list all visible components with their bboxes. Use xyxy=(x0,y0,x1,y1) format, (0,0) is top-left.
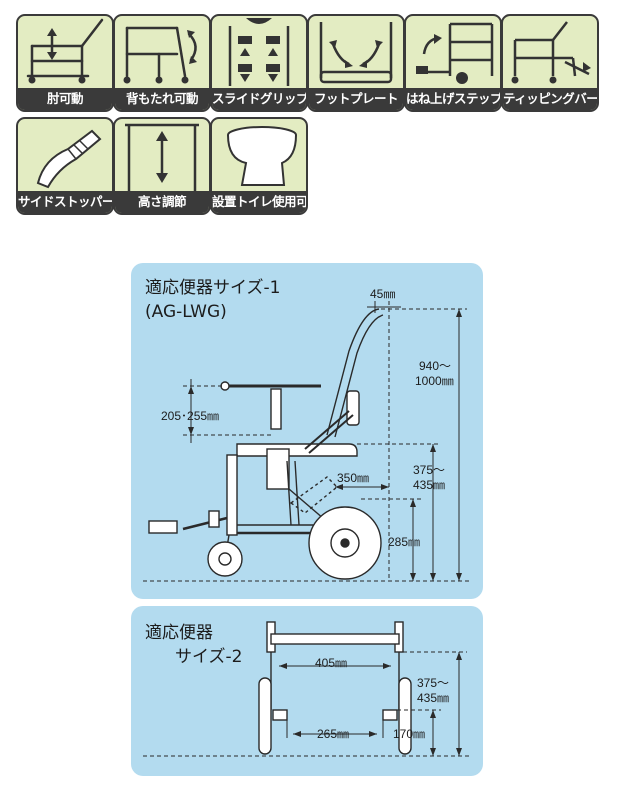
feature-label: 肘可動 xyxy=(18,88,112,110)
feature-label: ティッピングバー xyxy=(503,88,597,110)
feature-armrest: 肘可動 xyxy=(16,14,114,112)
feature-toilet: 設置トイレ使用可 xyxy=(210,117,308,215)
backrest-icon xyxy=(123,26,197,84)
feature-slide-grip: スライドグリップ xyxy=(210,14,308,112)
chair-side-view-drawing xyxy=(143,301,471,582)
dim-total-height-2: 1000㎜ xyxy=(415,374,454,388)
flip-up-step-icon xyxy=(416,22,494,84)
dim-total-height-1: 940～ xyxy=(419,359,452,373)
feature-label: はね上げステップ xyxy=(406,88,500,110)
feature-flip-up-step: はね上げステップ xyxy=(404,14,502,112)
footplate-icon xyxy=(319,22,393,84)
dim-table-adjust: 205･255㎜ xyxy=(161,409,220,423)
dim-seat-height-1: 375～ xyxy=(413,463,446,477)
diagram-2-title: 適応便器 xyxy=(145,623,213,643)
feature-label: 設置トイレ使用可 xyxy=(212,191,306,213)
dim-inner-width: 265㎜ xyxy=(317,727,350,741)
chair-front-view-drawing xyxy=(143,621,471,757)
dim-clearance-height: 170㎜ xyxy=(393,727,426,741)
armrest-icon xyxy=(26,18,104,84)
feature-label: フットプレート xyxy=(309,88,403,110)
diagram-2-subtitle: サイズ-2 xyxy=(175,647,243,667)
feature-side-stopper: サイドストッパー xyxy=(16,117,114,215)
dim-outer-width: 405㎜ xyxy=(315,656,348,670)
feature-height-adjust: 高さ調節 xyxy=(113,117,211,215)
dim-seat-height-2: 435㎜ xyxy=(413,478,446,492)
diagram-size-2-panel: 適応便器 サイズ-2 405㎜ 265㎜ 375～ 435㎜ 170㎜ xyxy=(131,606,483,776)
feature-backrest: 背もたれ可動 xyxy=(113,14,211,112)
dim-seat-height-2: 435㎜ xyxy=(417,691,450,705)
feature-label: 高さ調節 xyxy=(115,191,209,213)
diagram-1-model: (AG-LWG) xyxy=(145,302,227,322)
feature-label: 背もたれ可動 xyxy=(115,88,209,110)
feature-label: スライドグリップ xyxy=(212,88,306,110)
diagram-1-title: 適応便器サイズ-1 xyxy=(145,278,281,298)
height-adjust-icon xyxy=(125,123,199,191)
dim-seat-height-1: 375～ xyxy=(417,676,450,690)
slide-grip-icon xyxy=(228,18,290,86)
feature-label: サイドストッパー xyxy=(18,191,112,213)
toilet-icon xyxy=(227,126,297,186)
diagram-size-1-panel: 適応便器サイズ-1 (AG-LWG) 45㎜ 940～ 1000㎜ 205･25… xyxy=(131,263,483,599)
tipping-bar-icon xyxy=(511,21,591,84)
dim-frame-height: 285㎜ xyxy=(388,535,421,549)
side-stopper-icon xyxy=(36,129,102,189)
dim-seat-depth: 350㎜ xyxy=(337,471,370,485)
feature-tipping-bar: ティッピングバー xyxy=(501,14,599,112)
dim-top-width: 45㎜ xyxy=(370,287,396,301)
feature-footplate: フットプレート xyxy=(307,14,405,112)
